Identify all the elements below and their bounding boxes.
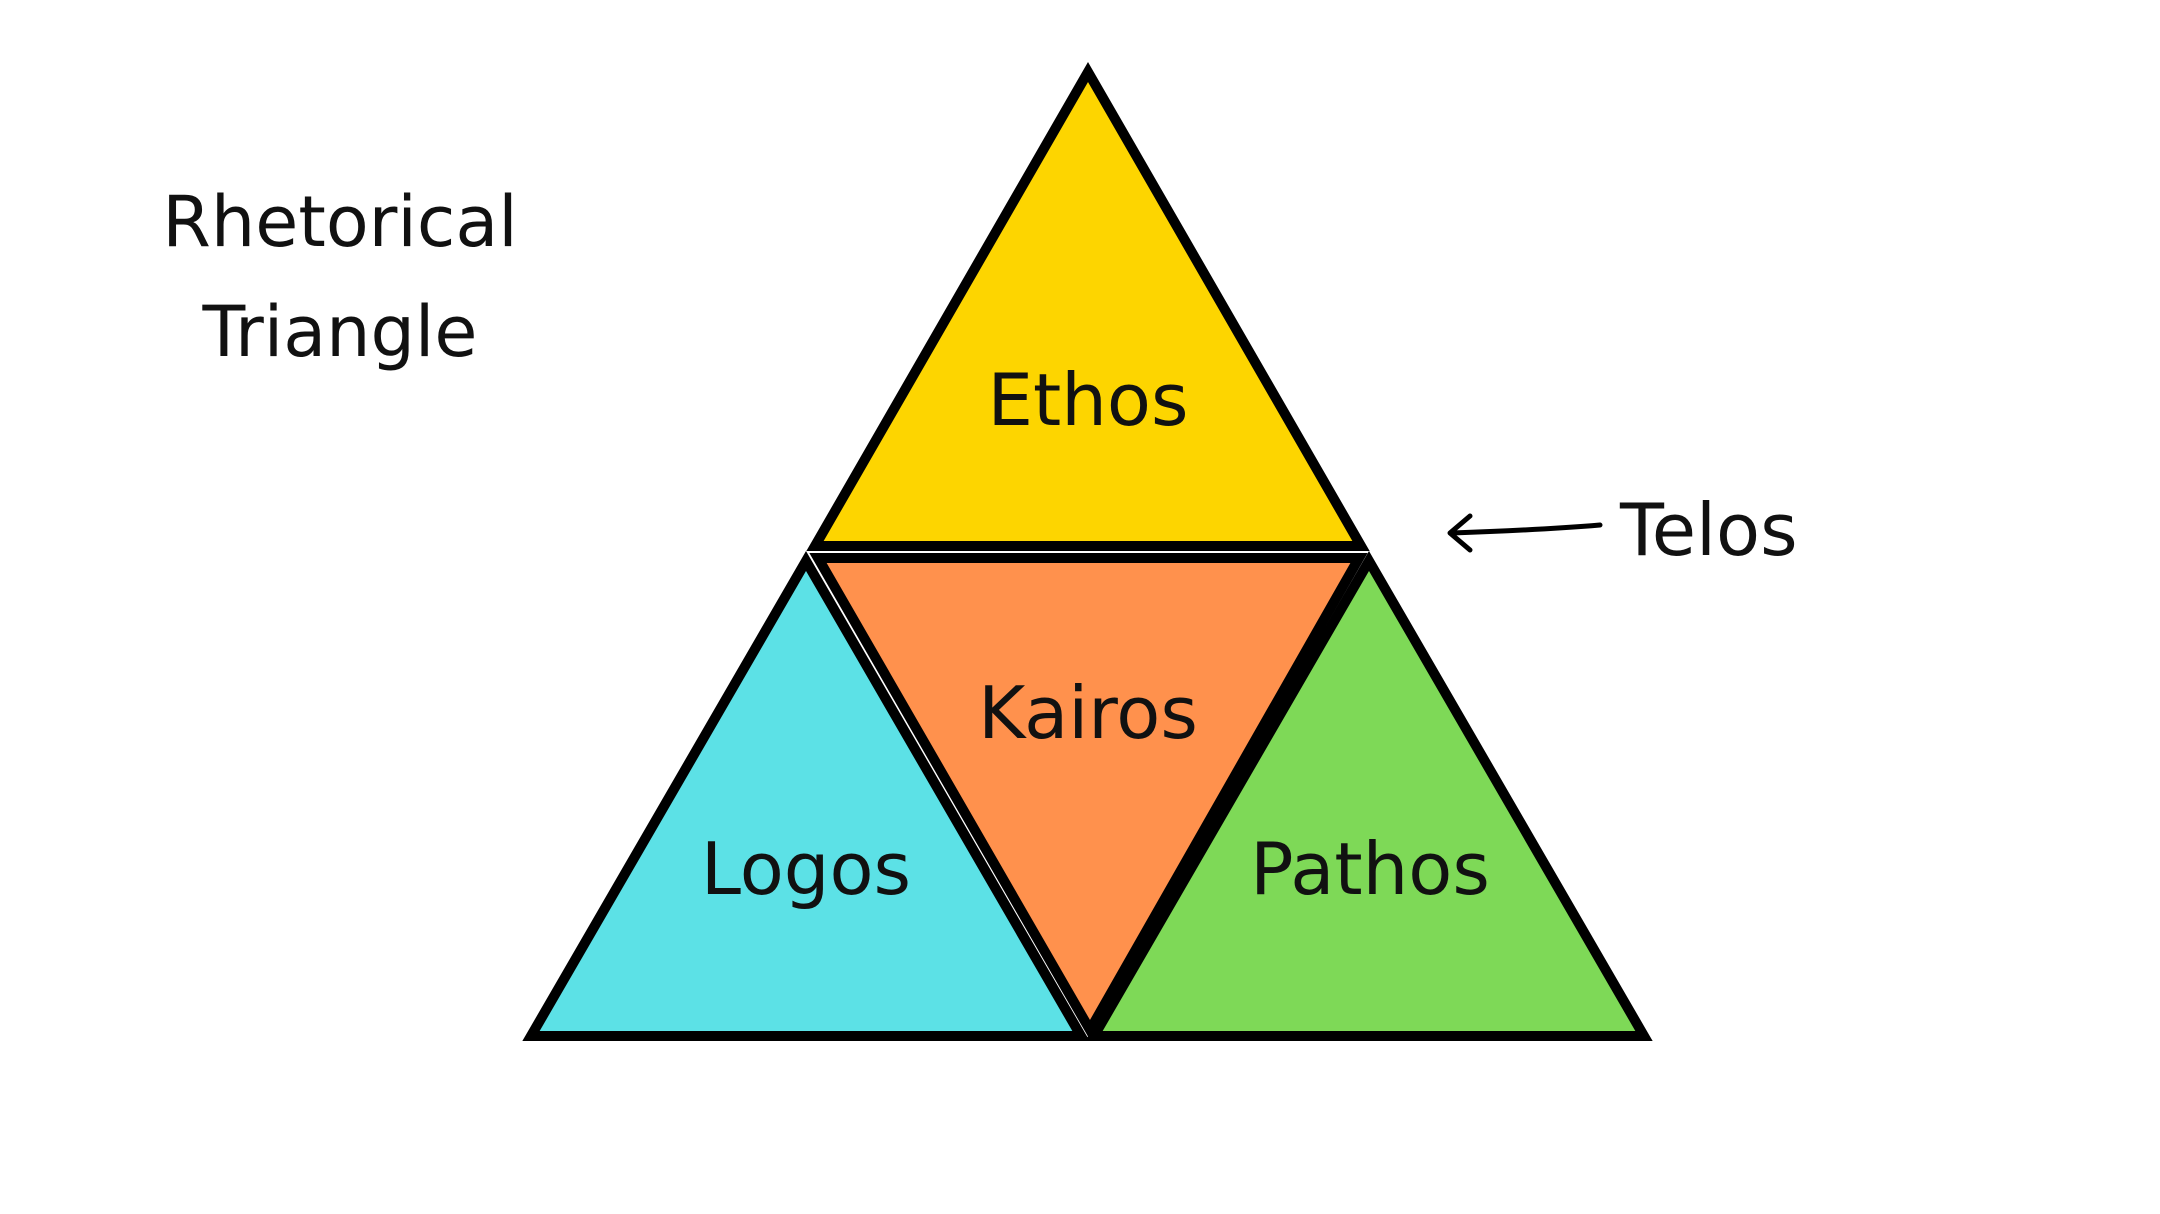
ethos-triangle — [806, 61, 1370, 551]
title-line-2: Triangle — [202, 291, 478, 373]
title-line-1: Rhetorical — [162, 181, 517, 263]
pathos-triangle — [1085, 551, 1653, 1041]
kairos-triangle — [809, 553, 1368, 1041]
logos-triangle — [522, 551, 1090, 1041]
ethos-label: Ethos — [988, 358, 1189, 442]
logos-label: Logos — [701, 827, 911, 911]
pathos-label: Pathos — [1250, 827, 1490, 911]
arrow-left-icon — [1447, 513, 1603, 553]
kairos-label: Kairos — [978, 671, 1198, 755]
telos-label: Telos — [1619, 488, 1798, 572]
